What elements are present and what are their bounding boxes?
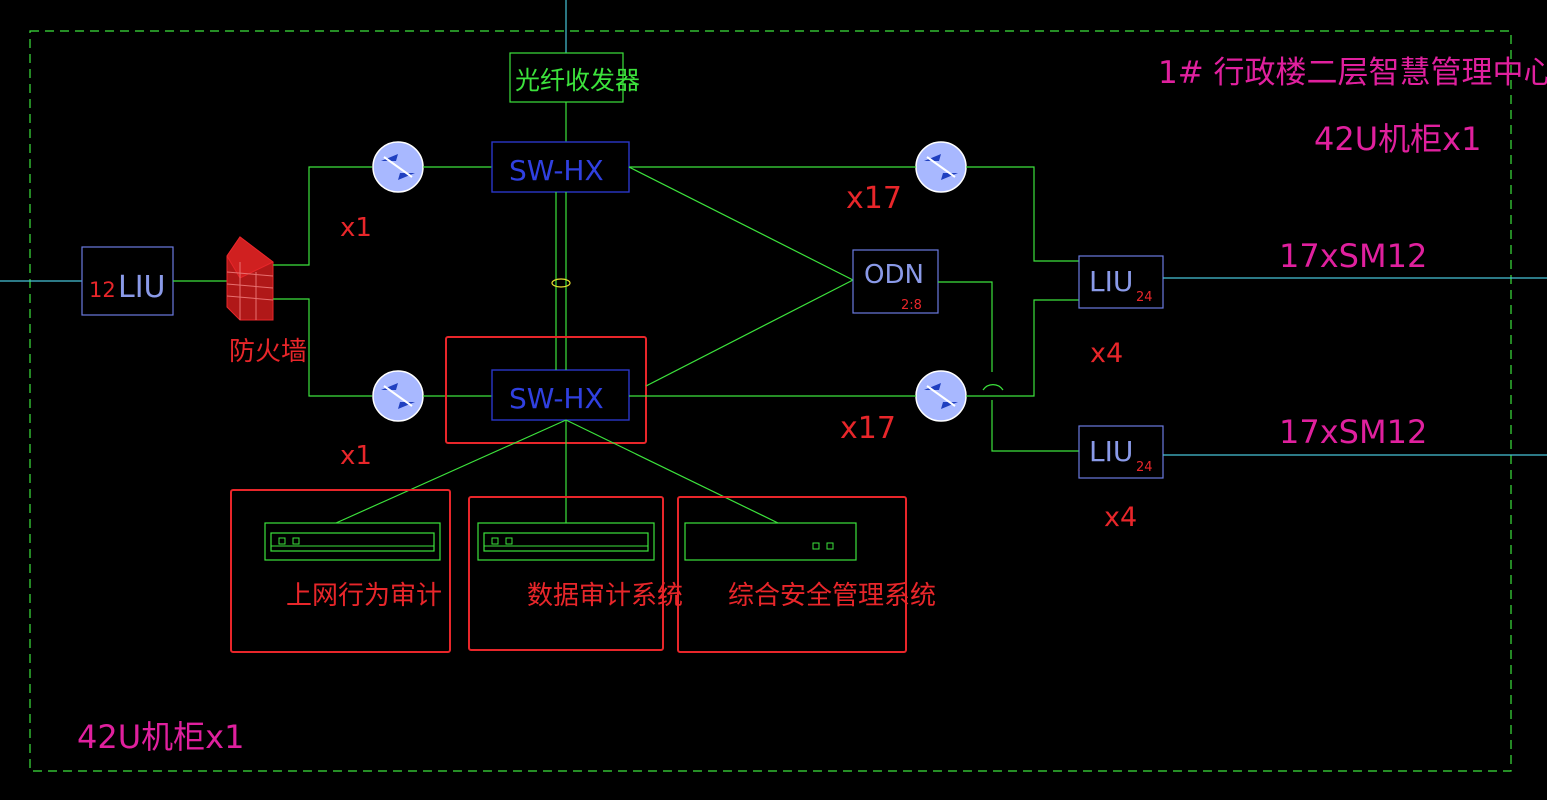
- cabinet-top-label: 42U机柜x1: [1314, 120, 1481, 158]
- odn-box: ODN 2:8: [852, 249, 939, 314]
- cable-bottom-label: 17xSM12: [1279, 413, 1427, 451]
- server-icon-3: [684, 522, 857, 561]
- liu-right-top-label: LIU: [1089, 265, 1133, 298]
- liu-main: 12 LIU: [81, 246, 174, 316]
- switch-top: SW-HX: [491, 141, 630, 193]
- device-2-label: 数据审计系统: [527, 581, 683, 611]
- highlight-device-2: [468, 496, 664, 651]
- liu-main-label: LIU: [118, 270, 166, 305]
- mult-left-top: x1: [340, 213, 372, 243]
- server-icon-1: [264, 522, 441, 561]
- stack-link-marker: [551, 278, 571, 288]
- mult-liu-bottom: x4: [1104, 502, 1137, 533]
- switch-bottom: SW-HX: [491, 369, 630, 421]
- server-icon-2: [477, 522, 655, 561]
- switch-bottom-label: SW-HX: [509, 382, 604, 415]
- liu-right-bottom: LIU 24: [1078, 425, 1164, 479]
- cabinet-frame: [29, 30, 1512, 772]
- liu-right-bottom-sub: 24: [1136, 460, 1153, 475]
- router-icon-left-bottom: [372, 370, 424, 422]
- highlight-device-1: [230, 489, 451, 653]
- mult-right-top: x17: [846, 181, 902, 216]
- router-icon-right-top: [915, 141, 967, 193]
- liu-right-top: LIU 24: [1078, 255, 1164, 309]
- switch-top-label: SW-HX: [509, 154, 604, 187]
- liu-right-top-sub: 24: [1136, 290, 1153, 305]
- highlight-switch-bottom: [445, 336, 647, 444]
- cable-top-label: 17xSM12: [1279, 237, 1427, 275]
- router-icon-left-top: [372, 141, 424, 193]
- odn-ratio: 2:8: [901, 298, 922, 313]
- fiber-transceiver: 光纤收发器: [509, 52, 640, 103]
- page-title: 1# 行政楼二层智慧管理中心: [1158, 55, 1547, 91]
- mult-liu-top: x4: [1090, 338, 1123, 369]
- mult-left-bottom: x1: [340, 441, 372, 471]
- odn-label: ODN: [864, 260, 924, 290]
- highlight-device-3: [677, 496, 907, 653]
- firewall-icon: [226, 236, 274, 321]
- cabinet-bottom-label: 42U机柜x1: [77, 718, 244, 756]
- liu-main-count: 12: [89, 278, 116, 302]
- device-1-label: 上网行为审计: [286, 581, 442, 611]
- firewall-label: 防火墙: [229, 337, 307, 367]
- mult-right-bottom: x17: [840, 411, 896, 446]
- liu-right-bottom-label: LIU: [1089, 435, 1133, 468]
- device-3-label: 综合安全管理系统: [728, 581, 936, 611]
- router-icon-right-bottom: [915, 370, 967, 422]
- transceiver-label: 光纤收发器: [515, 66, 640, 95]
